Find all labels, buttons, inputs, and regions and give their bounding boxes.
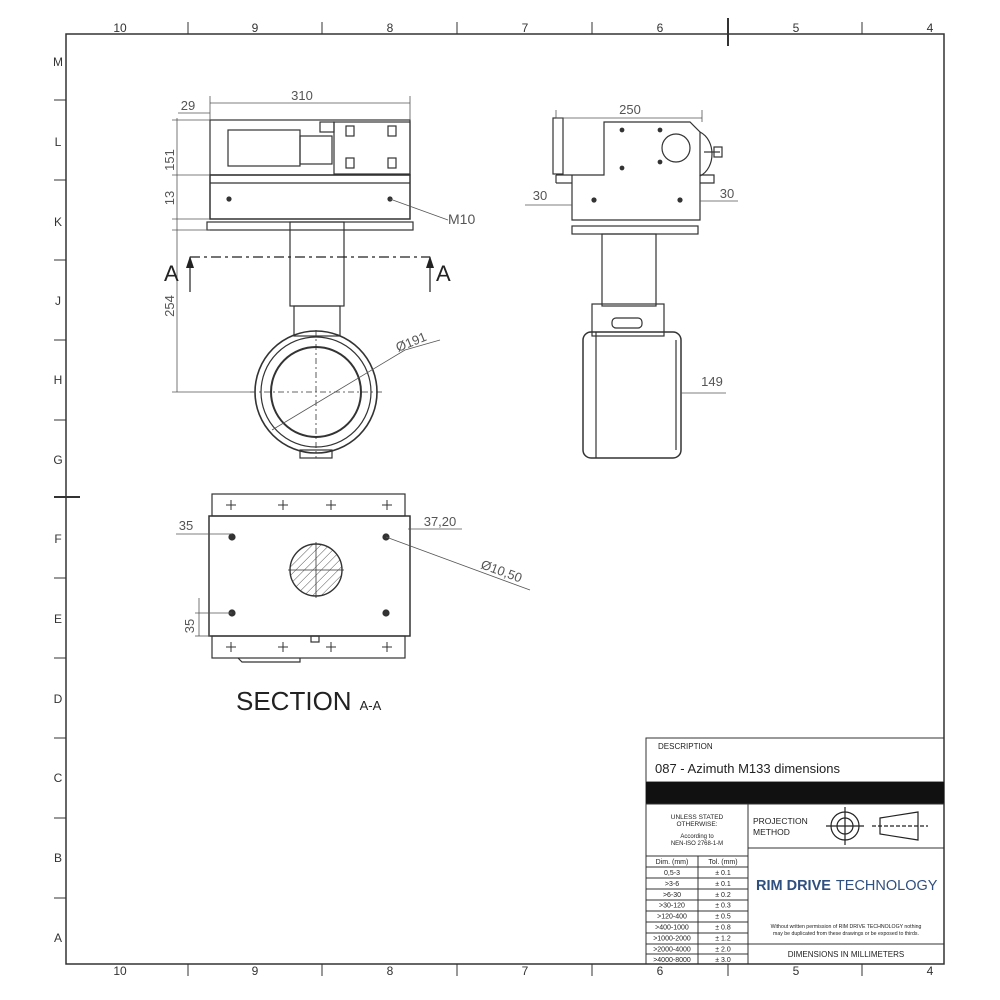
tolerance-dim: >400-1000	[655, 925, 689, 932]
tolerance-dim: >4000-8000	[653, 957, 691, 964]
thread-m10: M10	[448, 211, 475, 227]
row-label: M	[53, 55, 63, 69]
col-label: 6	[657, 964, 664, 978]
section-title-main: SECTION	[236, 686, 352, 716]
according-standard: NEN-ISO 2768-1-M	[671, 841, 723, 847]
drawing-description: 087 - Azimuth M133 dimensions	[655, 761, 840, 776]
section-marker-right: A	[436, 261, 451, 286]
col-label: 7	[522, 964, 529, 978]
dim-250: 250	[619, 102, 641, 117]
dim-hole-x-37-20: 37,20	[424, 514, 457, 529]
col-label: 8	[387, 964, 394, 978]
company-logo: RIM DRIVE TECHNOLOGY	[756, 878, 938, 894]
tolerance-value: ± 0.2	[715, 892, 731, 899]
permission-notice-1: Without written permission of RIM DRIVE …	[771, 924, 922, 930]
dim-hole-y-35: 35	[182, 619, 197, 633]
tolerance-value: ± 1.2	[715, 935, 731, 942]
dim-310: 310	[291, 88, 313, 103]
units-label: DIMENSIONS IN MILLIMETERS	[788, 950, 904, 959]
projection-method: METHOD	[753, 827, 790, 837]
tolerance-dim: >3-6	[665, 881, 679, 888]
row-label: J	[55, 294, 61, 308]
tolerance-header-tol: Tol. (mm)	[708, 859, 737, 866]
dim-149: 149	[701, 374, 723, 389]
col-label: 7	[522, 21, 529, 35]
row-label: C	[54, 771, 63, 785]
description-label: DESCRIPTION	[658, 742, 713, 751]
tolerance-value: ± 3.0	[715, 957, 731, 964]
dim-254: 254	[162, 295, 177, 317]
column-labels-top: 10 9 8 7 6 5 4	[113, 21, 933, 35]
section-view-dimensions	[176, 528, 531, 637]
dim-diameter-191: Ø191	[394, 329, 429, 355]
tolerance-dim: >6-30	[663, 892, 681, 899]
col-label: 10	[113, 964, 127, 978]
front-view-dimensions	[172, 96, 449, 431]
section-view-crosses	[226, 500, 392, 652]
row-label: E	[54, 612, 62, 626]
row-label: D	[54, 692, 63, 706]
col-label: 9	[252, 964, 259, 978]
row-label: G	[53, 453, 62, 467]
tolerance-value: ± 0.8	[715, 925, 731, 932]
tolerance-table: 0,5-3 ± 0.1 >3-6 ± 0.1 >6-30 ± 0.2 >30-120 ± 0.…	[653, 870, 731, 964]
unless-otherwise: OTHERWISE:	[676, 821, 717, 828]
sheet-border	[65, 33, 945, 965]
col-label: 4	[927, 21, 934, 35]
section-title: SECTION A-A	[236, 686, 382, 716]
dim-151: 151	[162, 149, 177, 171]
dim-hole-diameter: Ø10,50	[479, 557, 524, 586]
col-label: 8	[387, 21, 394, 35]
row-label: H	[54, 373, 63, 387]
tolerance-value: ± 2.0	[715, 946, 731, 953]
col-label: 9	[252, 21, 259, 35]
tolerance-value: ± 0.1	[715, 870, 731, 877]
according-to: According to	[680, 834, 714, 840]
tolerance-dim: >1000-2000	[653, 935, 691, 942]
permission-notice-2: may be duplicated from these drawings or…	[773, 931, 919, 937]
tolerance-dim: >120-400	[657, 914, 687, 921]
dim-30-left: 30	[533, 188, 547, 203]
company-suffix: TECHNOLOGY	[836, 878, 938, 894]
zone-ticks	[54, 18, 863, 976]
tolerance-value: ± 0.3	[715, 903, 731, 910]
dim-hole-x-35: 35	[179, 518, 193, 533]
projection-label: PROJECTION	[753, 816, 808, 826]
side-view	[552, 117, 723, 459]
tolerance-dim: 0,5-3	[664, 870, 680, 877]
tolerance-value: ± 0.5	[715, 914, 731, 921]
projection-symbol	[826, 807, 928, 845]
col-label: 5	[793, 21, 800, 35]
row-label: A	[54, 931, 62, 945]
section-view	[208, 493, 411, 663]
tolerance-header-dim: Dim. (mm)	[656, 859, 689, 866]
column-labels-bottom: 10 9 8 7 6 5 4	[113, 964, 933, 978]
col-label: 10	[113, 21, 127, 35]
tolerance-dim: >30-120	[659, 903, 685, 910]
company-name: RIM DRIVE	[756, 878, 831, 894]
col-label: 4	[927, 964, 934, 978]
row-labels: M L K J H G F E D C B A	[53, 55, 63, 945]
row-label: L	[55, 135, 62, 149]
dim-30-right: 30	[720, 186, 734, 201]
side-view-dimensions	[525, 110, 738, 394]
col-label: 5	[793, 964, 800, 978]
tolerance-dim: >2000-4000	[653, 946, 691, 953]
dim-29: 29	[181, 98, 195, 113]
title-block	[645, 737, 945, 965]
section-marker-left: A	[164, 261, 179, 286]
tolerance-value: ± 0.1	[715, 881, 731, 888]
col-label: 6	[657, 21, 664, 35]
row-label: F	[54, 532, 61, 546]
dim-13: 13	[162, 191, 177, 205]
row-label: B	[54, 851, 62, 865]
unless-stated: UNLESS STATED	[671, 814, 724, 821]
row-label: K	[54, 215, 62, 229]
section-title-suffix: A-A	[360, 698, 382, 713]
